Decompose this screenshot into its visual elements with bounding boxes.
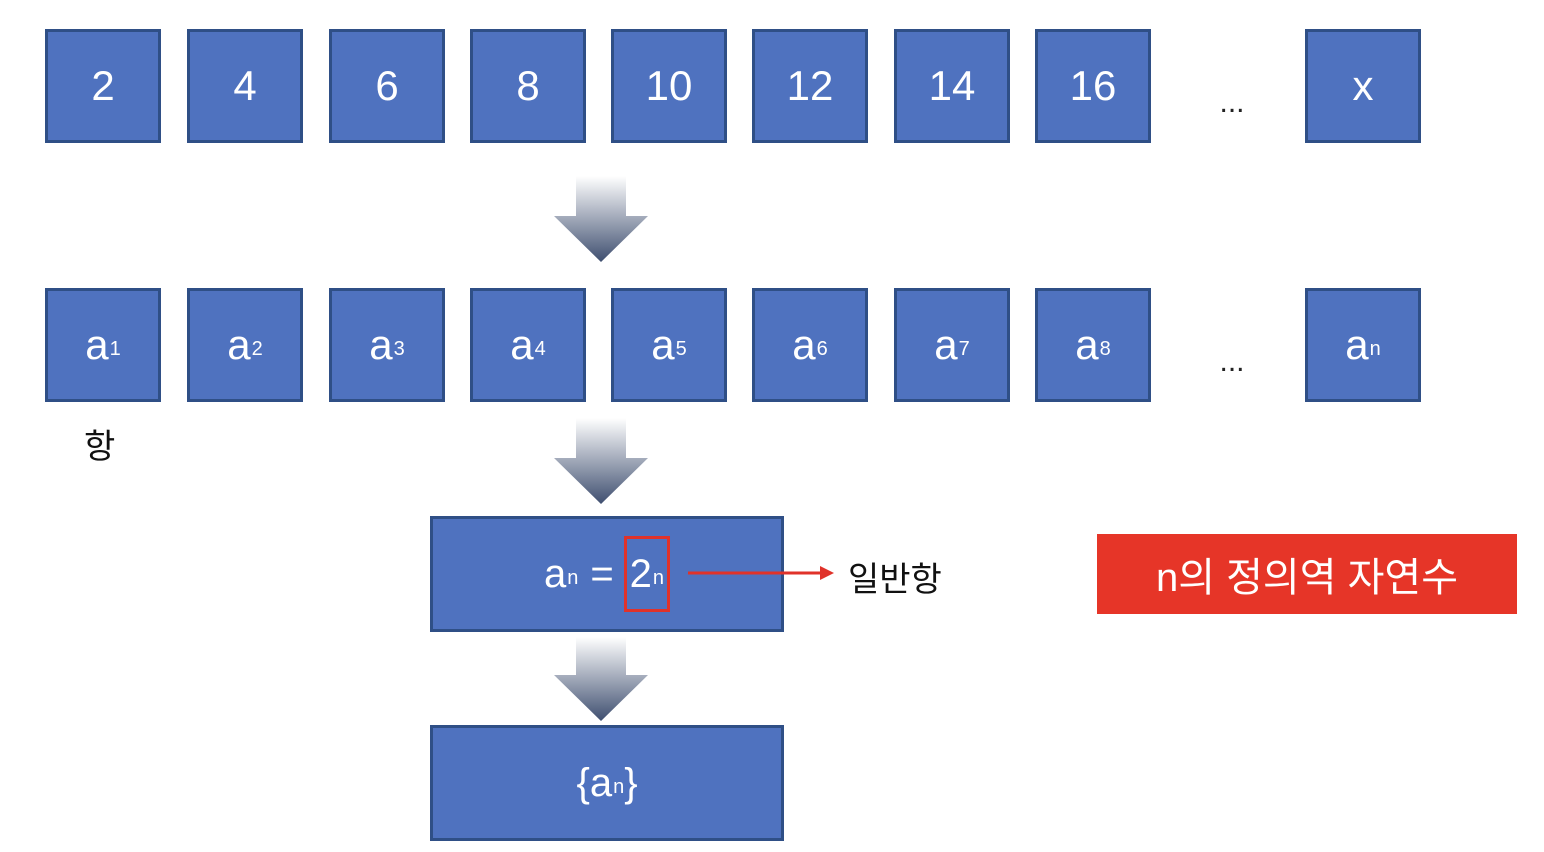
number-label: x bbox=[1352, 62, 1374, 109]
domain-badge: n의 정의역 자연수 bbox=[1097, 534, 1517, 614]
number-box-6: 12 bbox=[752, 29, 868, 143]
down-arrow-2 bbox=[554, 418, 648, 504]
number-label: 14 bbox=[928, 62, 976, 109]
number-box-3: 6 bbox=[329, 29, 445, 143]
number-label: 10 bbox=[645, 62, 693, 109]
connector-arrow bbox=[688, 566, 834, 580]
number-box-2: 4 bbox=[187, 29, 303, 143]
ellipsis-terms: ... bbox=[1219, 345, 1245, 378]
term-label: 항 bbox=[84, 428, 116, 466]
number-box-x: x bbox=[1305, 29, 1421, 143]
number-box-8: 16 bbox=[1035, 29, 1151, 143]
number-label: 8 bbox=[516, 62, 540, 109]
general-term-label: 일반항 bbox=[848, 561, 942, 599]
down-arrow-3 bbox=[554, 637, 648, 721]
number-box-1: 2 bbox=[45, 29, 161, 143]
down-arrow-1 bbox=[554, 176, 648, 262]
number-box-4: 8 bbox=[470, 29, 586, 143]
number-box-7: 14 bbox=[894, 29, 1010, 143]
number-box-5: 10 bbox=[611, 29, 727, 143]
number-label: 4 bbox=[233, 62, 257, 109]
number-label: 2 bbox=[91, 62, 115, 109]
number-label: 16 bbox=[1069, 62, 1117, 109]
ellipsis-top: ... bbox=[1219, 86, 1245, 119]
number-label: 6 bbox=[375, 62, 399, 109]
number-label: 12 bbox=[786, 62, 834, 109]
